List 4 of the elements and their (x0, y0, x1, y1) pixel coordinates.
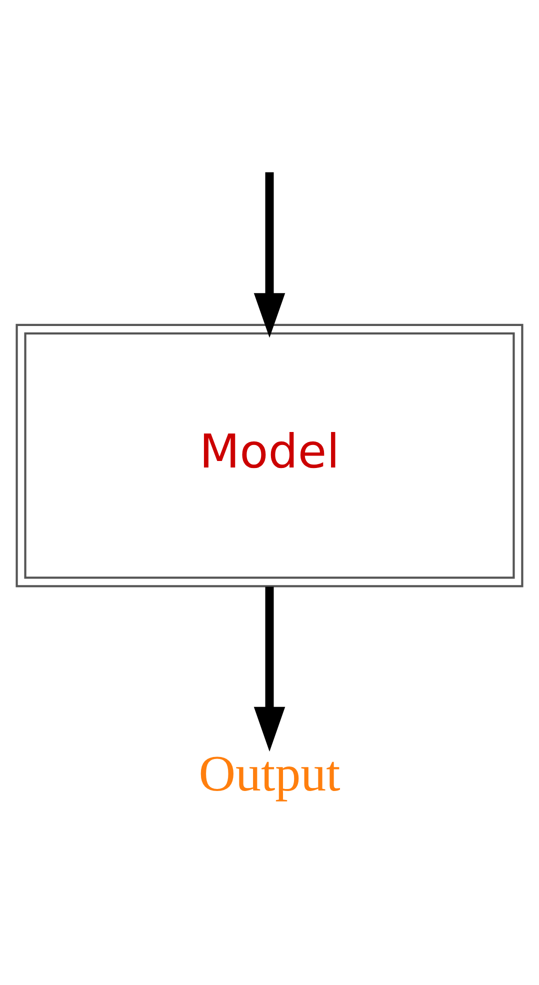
arrow (254, 172, 286, 338)
node-box: Model (16, 323, 524, 587)
arrow (254, 586, 286, 752)
node-text: Output (198, 746, 340, 802)
